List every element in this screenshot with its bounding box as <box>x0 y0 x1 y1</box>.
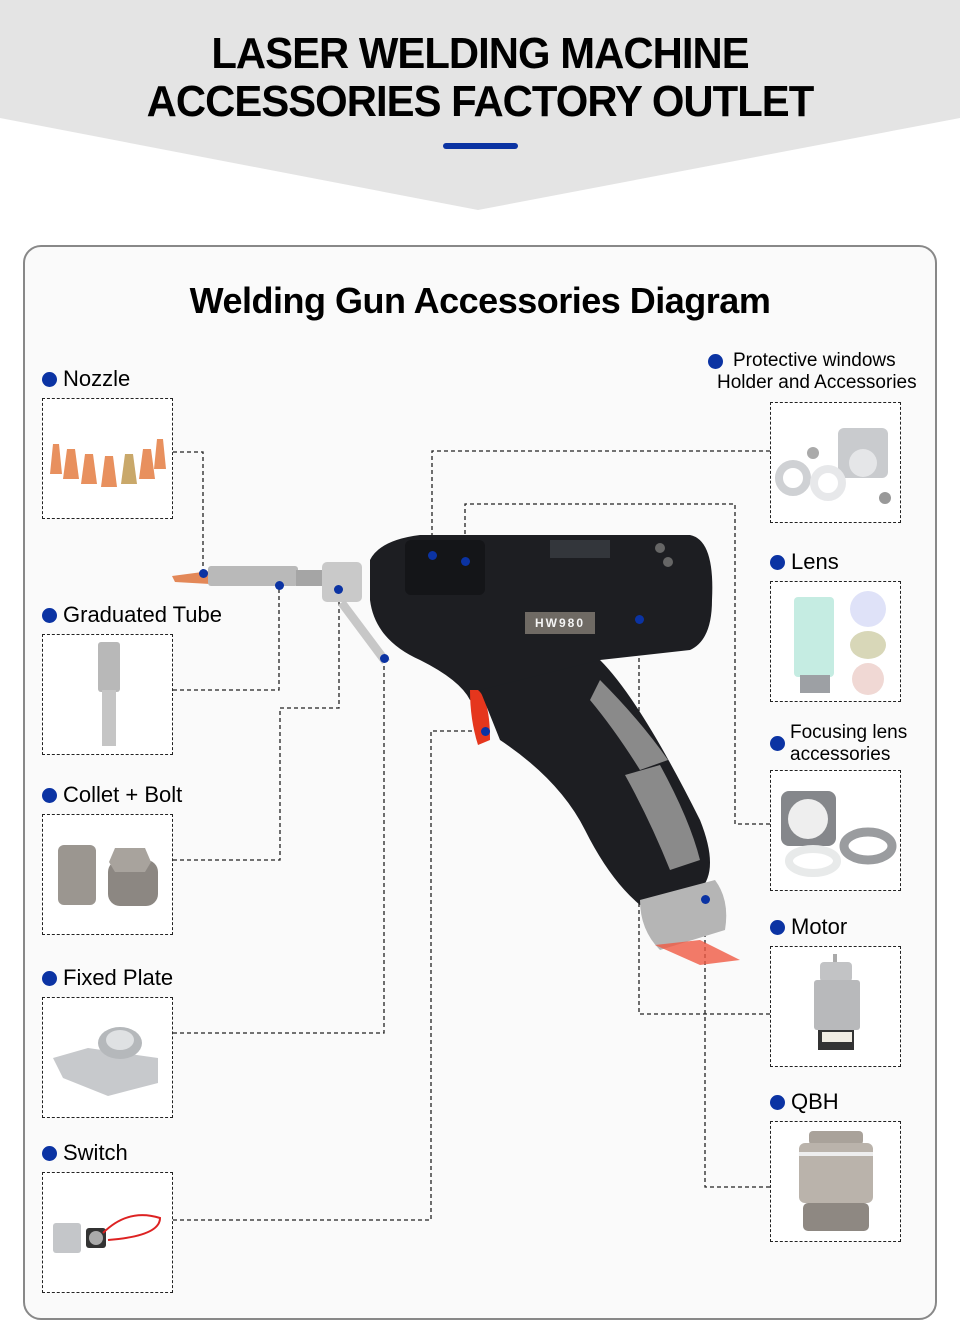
anchor-dot-nozzle <box>199 569 208 578</box>
anchor-dot-focusing-lens <box>461 557 470 566</box>
part-label-qbh: QBH <box>770 1090 839 1114</box>
headline-line-2: ACCESSORIES FACTORY OUTLET <box>146 77 815 126</box>
lens-icon <box>793 590 886 695</box>
accent-divider <box>443 143 518 149</box>
bullet-icon <box>42 1145 57 1161</box>
bullet-icon <box>770 1094 785 1110</box>
part-label-motor: Motor <box>770 915 847 939</box>
fixed-plate-image <box>42 997 173 1118</box>
graduated-tube-image <box>42 634 173 755</box>
part-name: Motor <box>791 914 848 939</box>
part-label-switch: Switch <box>42 1141 128 1165</box>
anchor-dot-fixed-plate <box>380 654 389 663</box>
bullet-icon <box>708 354 723 369</box>
switch-image <box>42 1172 173 1293</box>
protective-window-holder-image <box>770 402 901 523</box>
part-label-protective-window: Protective windows <box>708 350 896 372</box>
protective-window-holder-icon <box>775 427 891 504</box>
part-name: Fixed Plate <box>63 965 174 990</box>
part-name: Switch <box>63 1140 128 1165</box>
bullet-icon <box>770 919 785 935</box>
part-name: QBH <box>791 1089 839 1114</box>
collet-bolt-icon <box>57 844 158 906</box>
nozzle-icon <box>50 438 166 487</box>
bullet-icon <box>770 736 785 751</box>
anchor-dot-protective-window <box>428 551 437 560</box>
gun-model-badge: HW980 <box>525 612 595 634</box>
nozzle-set-image <box>42 398 173 519</box>
part-name-line-2: accessories <box>790 744 891 765</box>
bullet-icon <box>42 787 57 803</box>
headline-line-1: LASER WELDING MACHINE <box>211 29 749 78</box>
focusing-lens-accessories-image <box>770 770 901 891</box>
part-label-focusing-lens: Focusing lens accessories <box>770 722 907 766</box>
motor-image <box>770 946 901 1067</box>
anchor-dot-switch <box>481 727 490 736</box>
anchor-dot-motor <box>635 615 644 624</box>
part-name: Collet + Bolt <box>63 782 183 807</box>
part-label-fixed-plate: Fixed Plate <box>42 966 173 990</box>
part-name-line-1: Focusing lens <box>790 722 908 743</box>
part-name-line-1: Protective windows <box>733 350 896 371</box>
part-name: Lens <box>791 549 839 574</box>
switch-icon <box>52 1213 161 1253</box>
fixed-plate-icon <box>52 1026 158 1096</box>
part-name: Graduated Tube <box>63 602 223 627</box>
part-name: Nozzle <box>63 366 131 391</box>
part-label-nozzle: Nozzle <box>42 367 130 391</box>
bullet-icon <box>42 607 57 623</box>
graduated-tube-icon <box>97 641 120 746</box>
qbh-connector-icon <box>798 1130 873 1231</box>
collet-bolt-image <box>42 814 173 935</box>
bullet-icon <box>42 970 57 986</box>
part-label-collet-bolt: Collet + Bolt <box>42 783 182 807</box>
focusing-lens-accessories-icon <box>781 790 897 877</box>
page-headline: LASER WELDING MACHINE ACCESSORIES FACTOR… <box>24 30 936 126</box>
lens-image <box>770 581 901 702</box>
welding-gun-image <box>172 535 740 965</box>
part-label-graduated-tube: Graduated Tube <box>42 603 222 627</box>
part-label-protective-window-line-2: Holder and Accessories <box>717 372 917 394</box>
bullet-icon <box>42 371 57 387</box>
anchor-dot-collet-bolt <box>334 585 343 594</box>
anchor-dot-qbh <box>701 895 710 904</box>
bullet-icon <box>770 554 785 570</box>
qbh-connector-image <box>770 1121 901 1242</box>
anchor-dot-graduated-tube <box>275 581 284 590</box>
motor-icon <box>813 953 860 1050</box>
part-name-line-2: Holder and Accessories <box>717 372 917 393</box>
part-label-lens: Lens <box>770 550 839 574</box>
diagram-title: Welding Gun Accessories Diagram <box>189 280 771 321</box>
